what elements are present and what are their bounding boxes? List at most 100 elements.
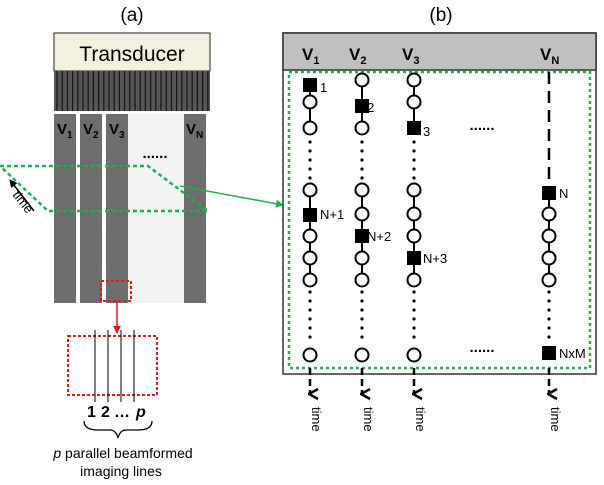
- ellipsis-dot: [360, 326, 364, 330]
- ellipsis-dot: [412, 149, 416, 153]
- ellipsis-dot: [308, 317, 312, 321]
- sample-label-c3-first: 3: [423, 124, 430, 139]
- sample-marker-empty: [406, 94, 422, 110]
- caption-line-1: p parallel beamformed: [52, 445, 192, 461]
- sample-marker-empty: [354, 250, 370, 266]
- column-header-v1: V1: [302, 45, 319, 67]
- ellipsis-dot: [412, 335, 416, 339]
- sample-marker-acquired: [355, 99, 369, 113]
- sample-marker-acquired: [542, 346, 556, 360]
- ellipsis-dot: [412, 290, 416, 294]
- sample-marker-acquired: [407, 121, 421, 135]
- ellipsis-dot: [412, 299, 416, 303]
- panel-b-label: (b): [429, 5, 452, 26]
- sample-label-c1-first: 1: [320, 80, 327, 95]
- ellipsis-dot: [547, 335, 551, 339]
- time-label-cn: time: [548, 407, 563, 432]
- sample-grid-frame: [282, 32, 597, 375]
- ellipsis-dot: [360, 290, 364, 294]
- ellipsis-dot: [308, 335, 312, 339]
- panel-b: (b) V1 V2 V3 VN 1 2 3 N N+1 N+2 N+3 NxM …: [282, 5, 597, 432]
- sample-marker-empty: [302, 228, 318, 244]
- ellipsis-dot: [360, 317, 364, 321]
- ellipsis-dot: [360, 176, 364, 180]
- time-arrow-label: time: [10, 188, 37, 217]
- imaging-line-dots: …: [114, 404, 130, 421]
- sample-marker-empty: [302, 250, 318, 266]
- scan-line-vn-label: VN: [186, 121, 203, 141]
- ellipsis-dot: [308, 308, 312, 312]
- scan-line-v3: [106, 114, 128, 303]
- scan-line-vn: [184, 114, 206, 303]
- sample-marker-empty: [302, 182, 318, 198]
- ellipsis-dot: [547, 290, 551, 294]
- sample-marker-empty: [541, 228, 557, 244]
- ellipsis-dot: [360, 308, 364, 312]
- ellipsis-dot: [308, 140, 312, 144]
- unused-region: [126, 114, 184, 303]
- ellipsis-dot: [412, 167, 416, 171]
- ellipsis-dot: [308, 158, 312, 162]
- sample-marker-empty: [406, 206, 422, 222]
- sample-label-cn-last: NxM: [559, 346, 586, 361]
- sample-marker-empty: [302, 120, 318, 136]
- ellipsis-dot: [308, 176, 312, 180]
- imaging-line-num-2: 2: [101, 404, 110, 421]
- zoom-region-large: [67, 335, 158, 396]
- ellipsis-dot: [360, 299, 364, 303]
- ellipsis-dot: [308, 290, 312, 294]
- ellipsis-dot: [308, 167, 312, 171]
- time-slab-detail: [287, 70, 592, 370]
- scan-line-v1-label: V1: [57, 121, 73, 141]
- sample-marker-empty: [406, 72, 422, 88]
- sample-marker-acquired: [355, 229, 369, 243]
- column-header-bar: [282, 32, 597, 71]
- time-slab: [0, 164, 212, 213]
- ellipsis-dot: [360, 158, 364, 162]
- panel-a-label: (a): [120, 5, 143, 26]
- ellipsis-dot: [412, 140, 416, 144]
- sample-marker-empty: [302, 94, 318, 110]
- ellipsis-dot: [547, 326, 551, 330]
- sample-marker-empty: [302, 347, 318, 363]
- ellipsis-dot: [308, 299, 312, 303]
- sample-marker-acquired: [542, 186, 556, 200]
- sample-marker-empty: [354, 347, 370, 363]
- scan-line-v3-label: V3: [109, 121, 125, 141]
- sample-marker-empty: [354, 182, 370, 198]
- sample-label-c2-first: 2: [367, 100, 374, 115]
- scan-line-ellipsis: ......: [142, 145, 167, 162]
- zoom-connector-green: [179, 185, 284, 208]
- time-label-c3: time: [413, 407, 428, 432]
- sample-label-c2-second: N+2: [367, 229, 391, 244]
- sample-marker-empty: [406, 347, 422, 363]
- transducer-element-dividers: [56, 71, 209, 111]
- ellipsis-dot: [360, 140, 364, 144]
- sample-marker-empty: [354, 120, 370, 136]
- transducer-elements: [54, 71, 210, 111]
- ellipsis-dot: [412, 317, 416, 321]
- ellipsis-dot: [547, 299, 551, 303]
- ellipsis-dot: [412, 326, 416, 330]
- ellipsis-dot: [360, 167, 364, 171]
- scan-line-v2: [80, 114, 102, 303]
- column-header-v2: V2: [349, 45, 366, 67]
- ellipsis-dot: [547, 308, 551, 312]
- caption-line-2: imaging lines: [80, 463, 162, 479]
- ellipsis-dot: [308, 326, 312, 330]
- scan-line-v1: [54, 114, 76, 303]
- sample-marker-acquired: [303, 78, 317, 92]
- sample-marker-acquired: [303, 208, 317, 222]
- sample-marker-empty: [541, 250, 557, 266]
- ellipsis-dot: [360, 335, 364, 339]
- sample-marker-empty: [354, 206, 370, 222]
- transducer-box: [53, 32, 211, 72]
- sample-marker-empty: [541, 206, 557, 222]
- grouping-brace: [83, 420, 153, 439]
- column-header-v3: V3: [402, 45, 419, 67]
- zoom-region-small: [100, 280, 132, 302]
- column-ellipsis-bottom: ......: [469, 339, 494, 356]
- ellipsis-dot: [308, 149, 312, 153]
- ellipsis-dot: [412, 176, 416, 180]
